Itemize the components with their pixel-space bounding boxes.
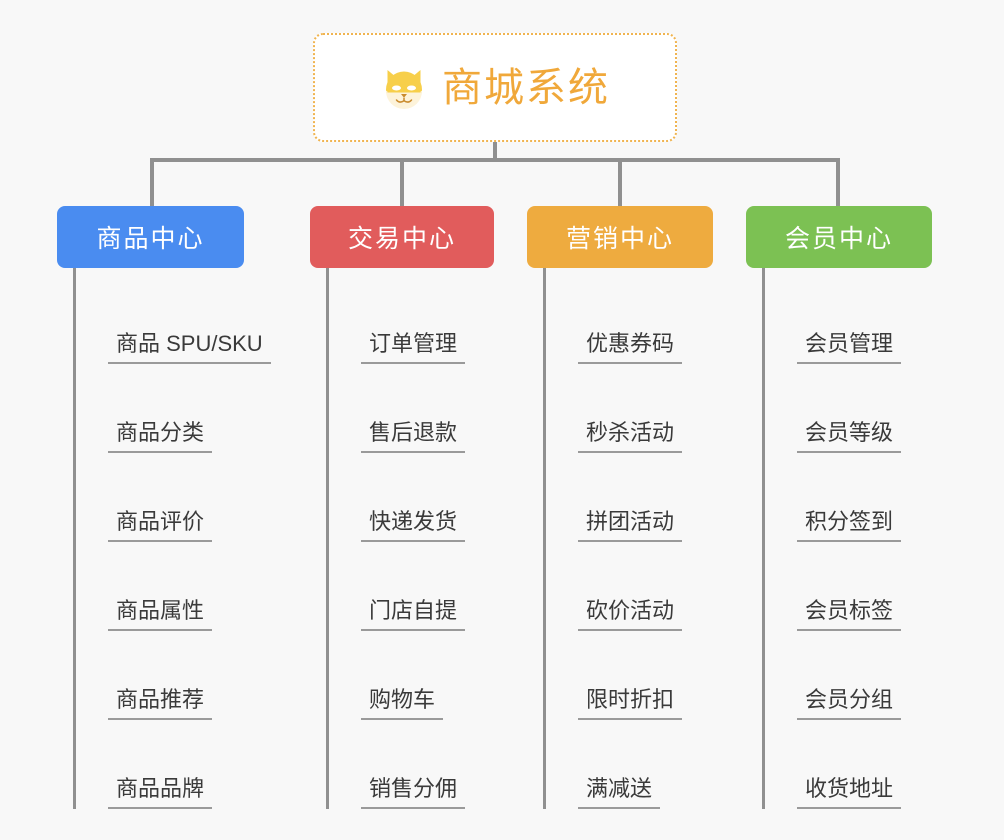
connector-drop-4 bbox=[836, 158, 840, 206]
leaf-item[interactable]: 满减送 bbox=[546, 720, 713, 809]
leaf-item-label: 商品品牌 bbox=[108, 776, 213, 809]
leaf-item[interactable]: 门店自提 bbox=[329, 542, 494, 631]
leaf-item[interactable]: 拼团活动 bbox=[546, 453, 713, 542]
leaf-item[interactable]: 会员分组 bbox=[765, 631, 932, 720]
branch-trade-center: 交易中心 订单管理 售后退款 快递发货 门店自提 购物车 销售分佣 bbox=[310, 206, 494, 809]
leaf-item-label: 满减送 bbox=[578, 776, 661, 809]
leaf-item[interactable]: 会员等级 bbox=[765, 364, 932, 453]
category-label: 交易中心 bbox=[347, 225, 456, 253]
leaf-list-trade-center: 订单管理 售后退款 快递发货 门店自提 购物车 销售分佣 bbox=[326, 268, 494, 809]
leaf-item-label: 商品分类 bbox=[108, 420, 213, 453]
root-node[interactable]: 商城系统 bbox=[313, 33, 677, 142]
shiba-dog-icon bbox=[380, 64, 428, 112]
leaf-item-label: 商品评价 bbox=[108, 509, 213, 542]
leaf-item[interactable]: 商品分类 bbox=[76, 364, 244, 453]
category-header-trade-center[interactable]: 交易中心 bbox=[310, 206, 494, 268]
connector-drop-1 bbox=[150, 158, 154, 206]
page-title: 商城系统 bbox=[442, 65, 610, 110]
leaf-item[interactable]: 会员标签 bbox=[765, 542, 932, 631]
leaf-item[interactable]: 商品 SPU/SKU bbox=[76, 275, 271, 364]
leaf-item-label: 商品推荐 bbox=[108, 687, 213, 720]
leaf-item-label: 订单管理 bbox=[361, 331, 466, 364]
category-label: 商品中心 bbox=[96, 225, 205, 253]
leaf-item[interactable]: 快递发货 bbox=[329, 453, 494, 542]
category-header-member-center[interactable]: 会员中心 bbox=[746, 206, 932, 268]
leaf-item[interactable]: 订单管理 bbox=[329, 275, 494, 364]
branch-product-center: 商品中心 商品 SPU/SKU 商品分类 商品评价 商品属性 商品推荐 商品品牌 bbox=[57, 206, 271, 809]
leaf-item-label: 砍价活动 bbox=[578, 598, 683, 631]
leaf-item[interactable]: 秒杀活动 bbox=[546, 364, 713, 453]
leaf-item-label: 优惠券码 bbox=[578, 331, 683, 364]
leaf-list-marketing-center: 优惠券码 秒杀活动 拼团活动 砍价活动 限时折扣 满减送 bbox=[543, 268, 713, 809]
leaf-item[interactable]: 收货地址 bbox=[765, 720, 932, 809]
leaf-item-label: 拼团活动 bbox=[578, 509, 683, 542]
category-label: 营销中心 bbox=[565, 225, 674, 253]
leaf-item-label: 购物车 bbox=[361, 687, 444, 720]
leaf-item-label: 收货地址 bbox=[797, 776, 902, 809]
connector-horizontal-bar bbox=[150, 158, 840, 162]
leaf-item-label: 秒杀活动 bbox=[578, 420, 683, 453]
leaf-item-label: 销售分佣 bbox=[361, 776, 466, 809]
leaf-list-member-center: 会员管理 会员等级 积分签到 会员标签 会员分组 收货地址 bbox=[762, 268, 932, 809]
leaf-item[interactable]: 商品推荐 bbox=[76, 631, 244, 720]
branch-marketing-center: 营销中心 优惠券码 秒杀活动 拼团活动 砍价活动 限时折扣 满减送 bbox=[527, 206, 713, 809]
leaf-item-label: 快递发货 bbox=[361, 509, 466, 542]
leaf-item-label: 限时折扣 bbox=[578, 687, 683, 720]
category-label: 会员中心 bbox=[784, 225, 893, 253]
leaf-item-label: 门店自提 bbox=[361, 598, 466, 631]
category-header-marketing-center[interactable]: 营销中心 bbox=[527, 206, 713, 268]
leaf-item[interactable]: 商品评价 bbox=[76, 453, 244, 542]
connector-drop-2 bbox=[400, 158, 404, 206]
leaf-item[interactable]: 购物车 bbox=[329, 631, 494, 720]
leaf-item-label: 商品 SPU/SKU bbox=[108, 331, 271, 364]
connector-root-stem bbox=[493, 142, 497, 162]
leaf-item[interactable]: 砍价活动 bbox=[546, 542, 713, 631]
branch-member-center: 会员中心 会员管理 会员等级 积分签到 会员标签 会员分组 收货地址 bbox=[746, 206, 932, 809]
connector-drop-3 bbox=[618, 158, 622, 206]
leaf-item[interactable]: 售后退款 bbox=[329, 364, 494, 453]
leaf-item-label: 会员管理 bbox=[797, 331, 902, 364]
leaf-item[interactable]: 限时折扣 bbox=[546, 631, 713, 720]
leaf-item-label: 会员分组 bbox=[797, 687, 902, 720]
leaf-list-product-center: 商品 SPU/SKU 商品分类 商品评价 商品属性 商品推荐 商品品牌 bbox=[73, 268, 271, 809]
leaf-item-label: 会员标签 bbox=[797, 598, 902, 631]
leaf-item[interactable]: 积分签到 bbox=[765, 453, 932, 542]
leaf-item-label: 商品属性 bbox=[108, 598, 213, 631]
leaf-item[interactable]: 商品属性 bbox=[76, 542, 244, 631]
leaf-item[interactable]: 优惠券码 bbox=[546, 275, 713, 364]
leaf-item-label: 积分签到 bbox=[797, 509, 902, 542]
leaf-item[interactable]: 会员管理 bbox=[765, 275, 932, 364]
leaf-item[interactable]: 商品品牌 bbox=[76, 720, 244, 809]
leaf-item-label: 售后退款 bbox=[361, 420, 466, 453]
leaf-item[interactable]: 销售分佣 bbox=[329, 720, 494, 809]
category-header-product-center[interactable]: 商品中心 bbox=[57, 206, 244, 268]
root-node-content: 商城系统 bbox=[380, 64, 610, 112]
leaf-item-label: 会员等级 bbox=[797, 420, 902, 453]
